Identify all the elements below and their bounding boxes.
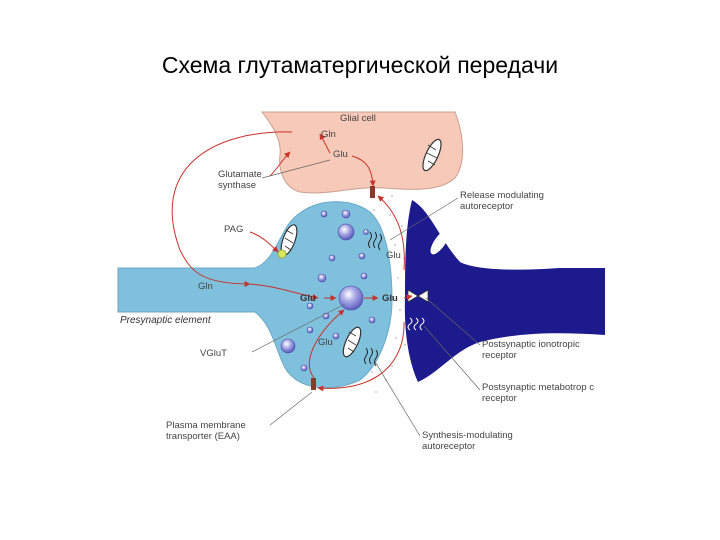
- synthesis-modulating-autoreceptor: [364, 347, 378, 367]
- glutamate-cycle-arrows: [171, 131, 413, 392]
- glial-cell: [260, 111, 464, 194]
- plasma-membrane-transporter: [311, 378, 316, 390]
- presynaptic-element-label: Presynaptic element: [120, 315, 212, 326]
- postsynaptic-element: [404, 200, 605, 382]
- pag-enzyme: [277, 249, 287, 259]
- glu-top-label: Glu: [386, 250, 401, 261]
- glu-bottom-label: Glu: [318, 337, 333, 348]
- synthesis-modulating-label-line2: autoreceptor: [422, 441, 475, 452]
- glutamate-synthase-label-line1: Glutamate: [218, 169, 262, 180]
- release-modulating-label-line1: Release modulating: [460, 190, 544, 201]
- metabotropic-label-line2: receptor: [482, 393, 517, 404]
- glu-glial-label: Glu: [333, 149, 348, 160]
- gln-glial-label: Gln: [321, 129, 336, 140]
- pag-label: PAG: [224, 224, 243, 235]
- presynaptic-mitochondrion-bottom: [342, 326, 362, 358]
- plasma-membrane-transporter-label-line1: Plasma membrane: [166, 420, 246, 431]
- ionotropic-label-line1: Postsynaptic ionotropic: [482, 339, 580, 350]
- label-leader-lines: [251, 159, 481, 437]
- ionotropic-label-line2: receptor: [482, 350, 517, 361]
- glu-cleft-label: Glu: [382, 293, 398, 304]
- release-modulating-autoreceptor: [368, 231, 382, 251]
- gln-axon-label: Gln: [198, 281, 213, 292]
- vglut-label: VGluT: [200, 348, 227, 359]
- slide-title: Схема глутаматергической передачи: [161, 52, 559, 78]
- release-modulating-label-line2: autoreceptor: [460, 201, 513, 212]
- glial-transporter: [370, 186, 375, 198]
- postsynaptic-ionotropic-receptor: [407, 289, 429, 303]
- plasma-membrane-transporter-label-line2: transporter (EAA): [166, 431, 240, 442]
- glial-cell-label: Glial cell: [340, 113, 376, 124]
- postsynaptic-mitochondrion: [430, 229, 450, 255]
- metabotropic-label-line1: Postsynaptic metabotrop c: [482, 382, 594, 393]
- glial-mitochondrion: [422, 138, 442, 172]
- postsynaptic-metabotropic-receptor: [407, 317, 425, 331]
- presynaptic-terminal: [117, 201, 393, 389]
- glutamate-synthase-label-line2: synthase: [218, 180, 256, 191]
- synthesis-modulating-label-line1: Synthesis-modulating: [422, 430, 513, 441]
- glu-inside-label: Glu: [300, 293, 316, 304]
